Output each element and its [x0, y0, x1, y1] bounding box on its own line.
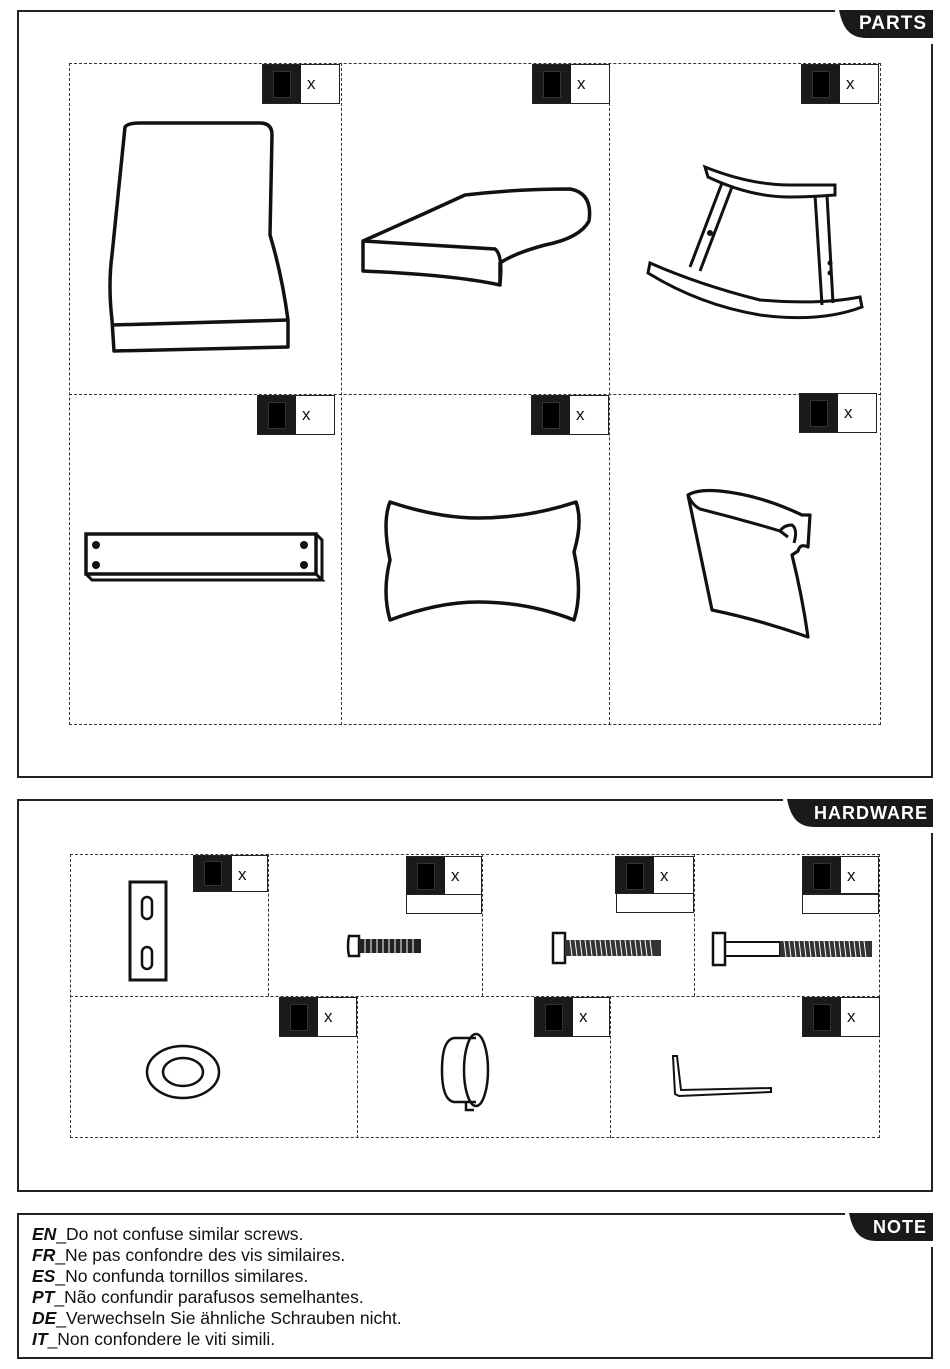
qty-box: x: [802, 997, 880, 1037]
qty-box: x: [802, 856, 879, 894]
qty-label: x: [307, 74, 316, 94]
qty-box: x: [532, 64, 610, 104]
qty-label: x: [846, 74, 855, 94]
note-text: _Verwechseln Sie ähnliche Schrauben nich…: [56, 1308, 401, 1328]
note-line-pt: PT_Não confundir parafusos semelhantes.: [32, 1287, 364, 1308]
qty-box: x: [615, 856, 694, 894]
hw-divider: [610, 996, 611, 1138]
seat-cushion-illustration: [355, 183, 600, 293]
note-line-fr: FR_Ne pas confondre des vis similaires.: [32, 1245, 345, 1266]
qty-label: x: [577, 74, 586, 94]
qty-label: x: [238, 865, 247, 885]
hw-divider: [268, 854, 269, 996]
qty-label: x: [579, 1007, 588, 1027]
lang-code: PT: [32, 1287, 54, 1307]
hw-divider: [357, 996, 358, 1138]
hardware-divider-h: [70, 996, 880, 997]
qty-label: x: [576, 405, 585, 425]
note-text: _No confunda tornillos similares.: [55, 1266, 308, 1286]
long-bolt-illustration: [710, 930, 875, 968]
note-line-en: EN_Do not confuse similar screws.: [32, 1224, 303, 1245]
hardware-tab: HARDWARE: [783, 799, 933, 833]
qty-label: x: [451, 866, 460, 886]
allen-key-illustration: [667, 1052, 777, 1102]
qty-subbox: [802, 894, 879, 914]
qty-subbox: [616, 893, 694, 913]
parts-title: PARTS: [859, 13, 927, 35]
qty-box: x: [406, 856, 482, 895]
qty-box: x: [801, 64, 879, 104]
note-line-es: ES_No confunda tornillos similares.: [32, 1266, 308, 1287]
hardware-title: HARDWARE: [814, 803, 928, 824]
qty-label: x: [847, 1007, 856, 1027]
note-line-it: IT_Non confondere le viti simili.: [32, 1329, 275, 1350]
note-line-de: DE_Verwechseln Sie ähnliche Schrauben ni…: [32, 1308, 402, 1329]
note-text: _Ne pas confondre des vis similaires.: [55, 1245, 345, 1265]
lang-code: EN: [32, 1224, 56, 1244]
parts-divider-h: [69, 394, 881, 395]
qty-label: x: [302, 405, 311, 425]
armrest-cover-illustration: [680, 485, 820, 645]
qty-box: x: [279, 997, 357, 1037]
cap-illustration: [436, 1028, 496, 1113]
lang-code: FR: [32, 1245, 55, 1265]
qty-label: x: [844, 403, 853, 423]
lang-code: IT: [32, 1329, 48, 1349]
note-text: _Não confundir parafusos semelhantes.: [54, 1287, 363, 1307]
qty-box: x: [257, 395, 335, 435]
qty-box: x: [531, 395, 609, 435]
qty-box: x: [193, 855, 268, 892]
lang-code: ES: [32, 1266, 55, 1286]
qty-box: x: [262, 64, 340, 104]
qty-subbox: [406, 894, 482, 914]
qty-label: x: [324, 1007, 333, 1027]
lang-code: DE: [32, 1308, 56, 1328]
qty-label: x: [847, 866, 856, 886]
support-rail-illustration: [82, 530, 327, 585]
medium-bolt-illustration: [550, 930, 665, 966]
note-text: _Non confondere le viti simili.: [48, 1329, 276, 1349]
washer-illustration: [143, 1042, 223, 1102]
hw-divider: [482, 854, 483, 996]
qty-box: x: [534, 997, 610, 1037]
pillow-illustration: [378, 492, 588, 627]
qty-label: x: [660, 866, 669, 886]
short-bolt-illustration: [345, 930, 425, 962]
qty-box: x: [799, 393, 877, 433]
note-text: _Do not confuse similar screws.: [56, 1224, 303, 1244]
note-tab: NOTE: [845, 1213, 933, 1247]
parts-tab: PARTS: [835, 10, 933, 44]
note-title: NOTE: [873, 1217, 927, 1238]
rocking-frame-illustration: [640, 155, 870, 330]
backrest-cushion-illustration: [100, 115, 300, 360]
connecting-plate-illustration: [126, 879, 170, 984]
hw-divider: [694, 854, 695, 996]
